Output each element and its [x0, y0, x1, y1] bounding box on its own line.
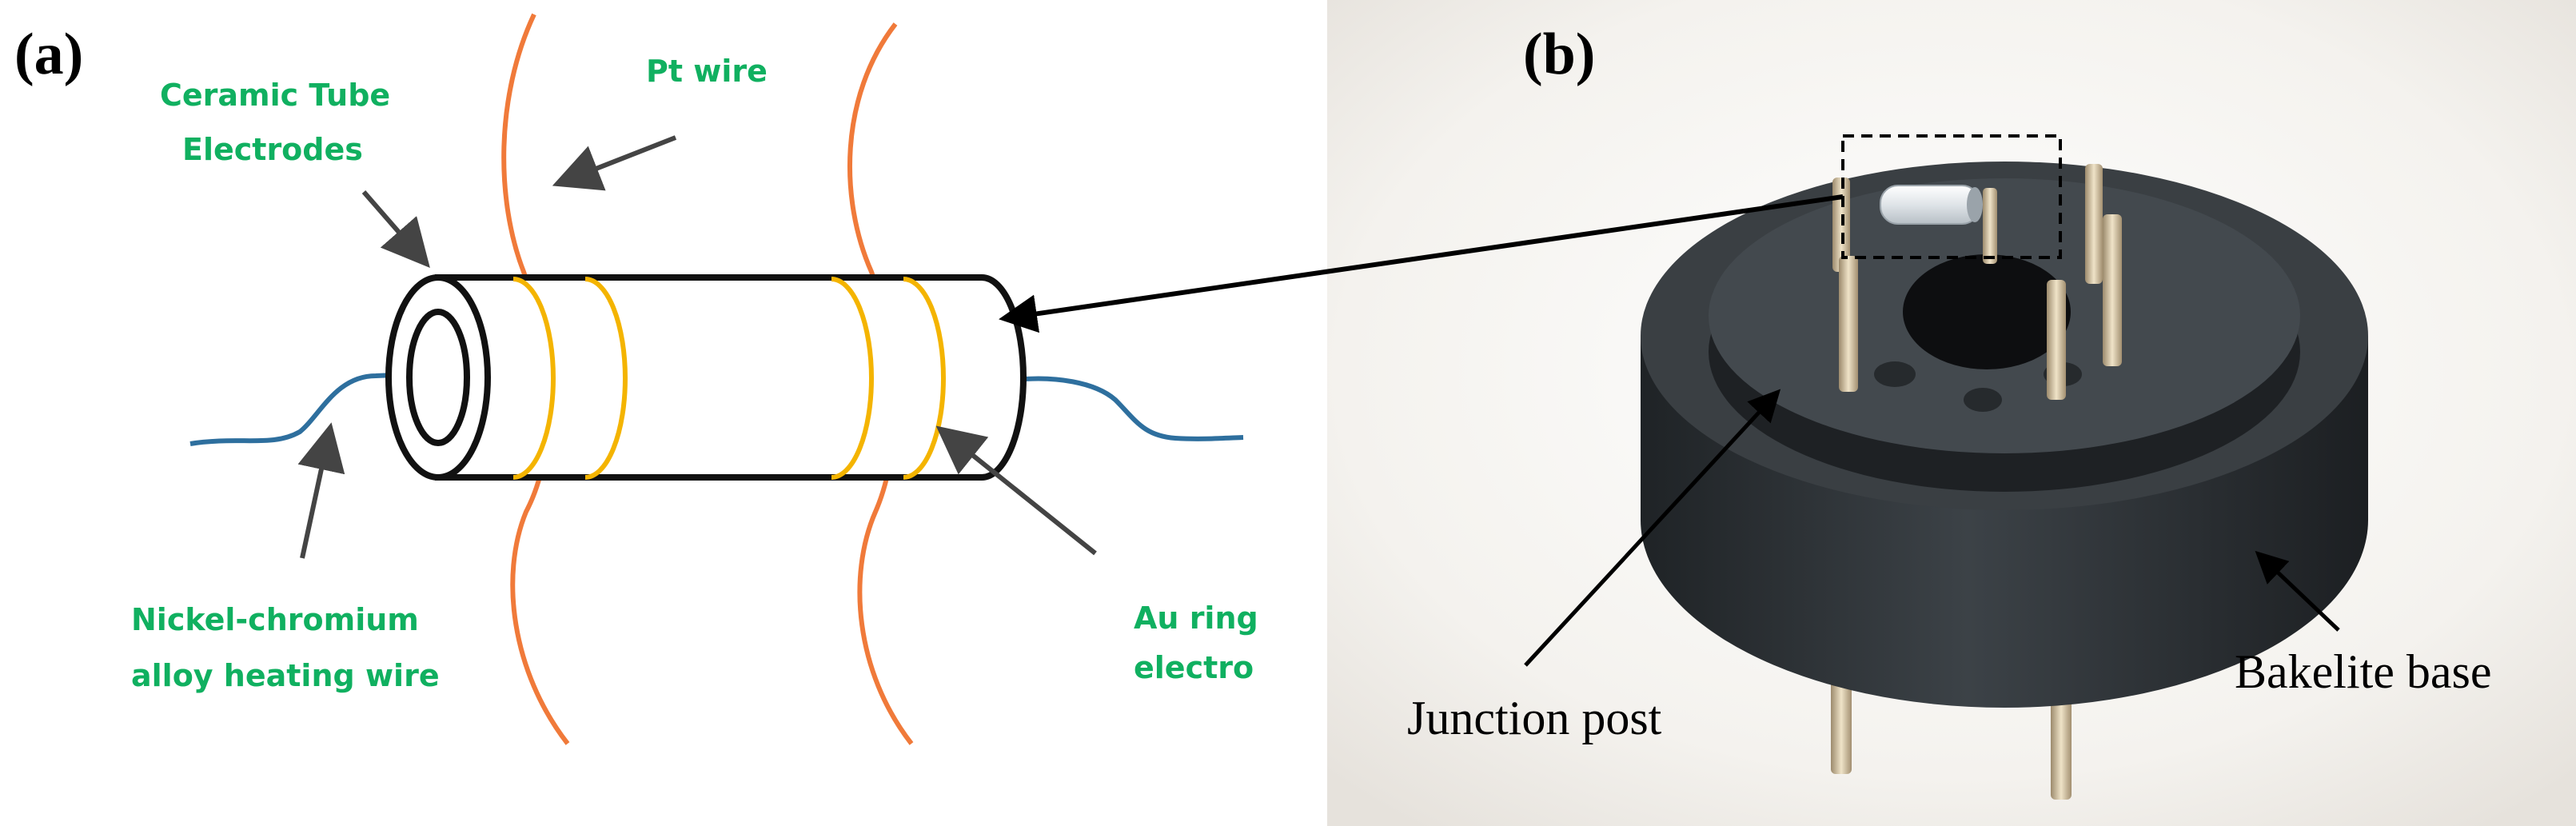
heating-wire-pointer	[297, 422, 345, 559]
ceramic-tube	[385, 274, 1027, 481]
panel-b: (b)	[999, 0, 2576, 826]
junction-post-4	[2103, 214, 2122, 366]
au-ring-label-line2: electro	[1134, 650, 1254, 685]
bakelite-base-pointer	[2255, 550, 2340, 632]
mounted-tube-end	[1967, 187, 1983, 222]
junction-post-6	[1983, 188, 1997, 264]
junction-post-3	[2085, 164, 2103, 284]
heating-wire-right	[1015, 376, 1244, 441]
au-ring-4	[903, 277, 946, 480]
panel-a: (a) Ceramic Tube Electrodes Pt wire Nick…	[14, 13, 1258, 745]
small-hole-2	[1964, 388, 2002, 412]
sensor-photo	[1641, 162, 2368, 800]
small-hole-1	[1874, 361, 1916, 387]
tube-end-inner	[406, 309, 470, 446]
au-ring-pointer	[935, 425, 1097, 556]
au-ring-1	[512, 277, 556, 480]
heating-wire-label-line1: Nickel-chromium	[131, 602, 419, 637]
au-ring-3	[831, 277, 874, 480]
au-ring-2	[584, 277, 628, 480]
ceramic-tube-pointer	[361, 190, 430, 269]
junction-post-2	[1839, 256, 1858, 392]
junction-post-label: Junction post	[1407, 692, 1662, 744]
heating-wire-label-line2: alloy heating wire	[131, 658, 440, 693]
connector-arrow	[999, 194, 1844, 333]
junction-post-5	[2047, 280, 2066, 400]
pt-wire-pointer	[552, 135, 677, 191]
bakelite-base-label: Bakelite base	[2235, 645, 2492, 698]
panel-a-label: (a)	[14, 22, 83, 87]
ceramic-tube-label-line1: Ceramic Tube	[160, 78, 390, 113]
bottom-pin-2	[2051, 688, 2072, 800]
junction-post-pointer	[1524, 389, 1781, 667]
mounted-ceramic-tube	[1880, 185, 1980, 225]
center-hole	[1903, 254, 2071, 369]
pt-wire-label: Pt wire	[646, 54, 768, 89]
au-ring-label-line1: Au ring	[1134, 601, 1258, 636]
ceramic-tube-label-line2: Electrodes	[182, 132, 363, 167]
panel-b-label: (b)	[1523, 22, 1595, 87]
